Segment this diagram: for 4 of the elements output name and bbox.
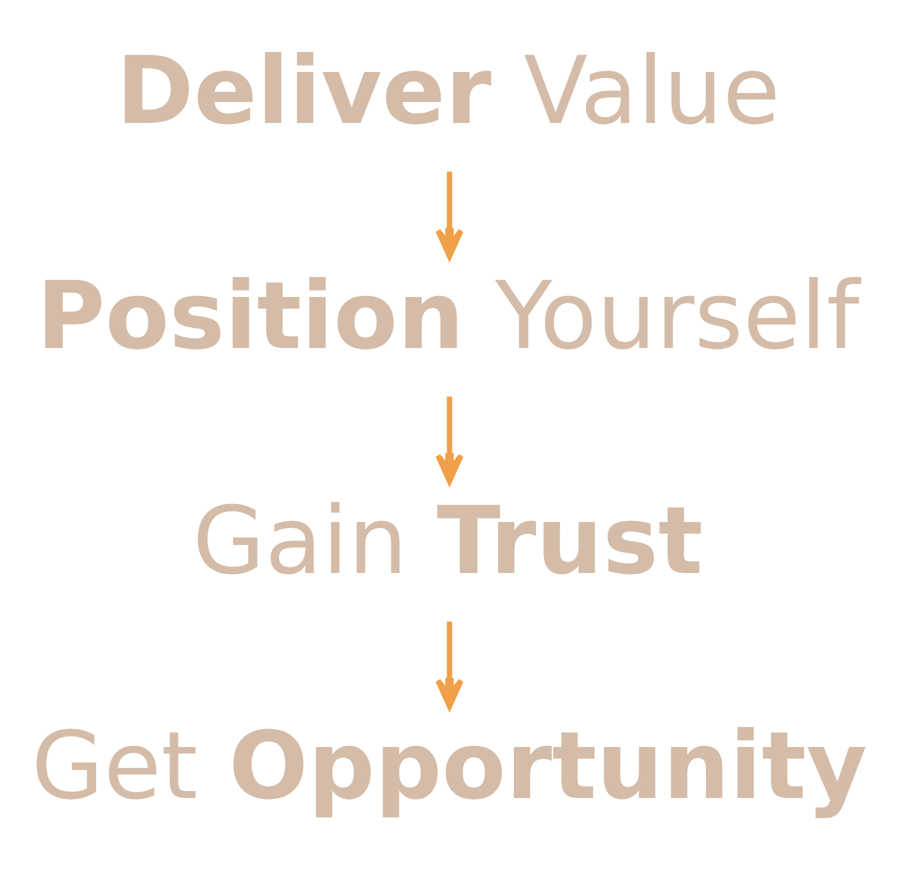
node-text: Get Opportunity bbox=[31, 712, 868, 822]
node-text: Deliver Value bbox=[116, 37, 780, 146]
node-text: Position Yourself bbox=[36, 262, 860, 372]
node-text: Gain Trust bbox=[192, 487, 703, 596]
